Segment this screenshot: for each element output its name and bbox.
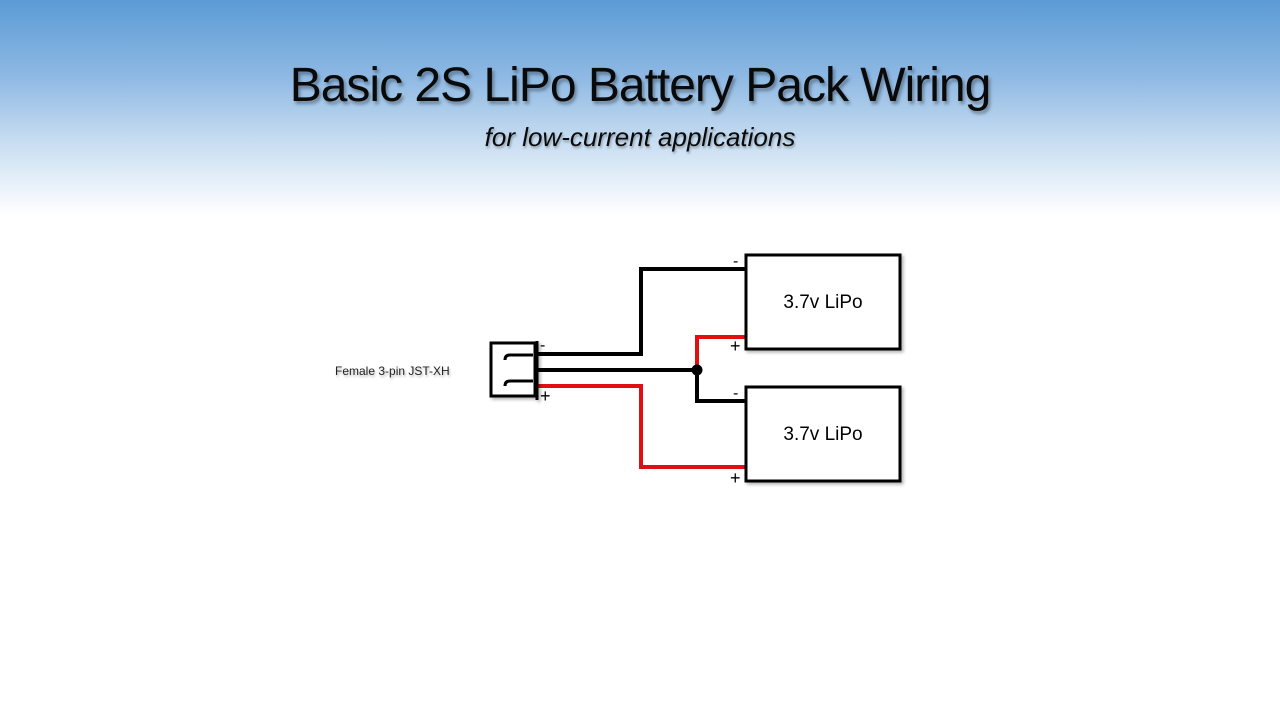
jst-connector (489, 341, 539, 400)
junction-dot (691, 364, 703, 376)
battery-2-label: 3.7v LiPo (783, 424, 862, 445)
wire-positive-main (537, 384, 746, 469)
battery-1-plus-label: + (730, 336, 741, 356)
battery-2-minus-label: - (733, 385, 738, 402)
connector-minus-label: - (540, 337, 545, 354)
connector-plus-label: + (540, 386, 551, 406)
battery-2-plus-label: + (730, 468, 741, 488)
wire-balance-to-cell2-negative (695, 370, 746, 403)
battery-1-label: 3.7v LiPo (783, 292, 862, 313)
header-background (0, 0, 1280, 215)
page-subtitle: for low-current applications (484, 122, 796, 152)
connector-label: Female 3-pin JST-XH (335, 364, 450, 378)
wire-negative-main (537, 267, 746, 356)
battery-1-minus-label: - (733, 253, 738, 270)
page-title: Basic 2S LiPo Battery Pack Wiring (289, 59, 992, 112)
wire-cell1-positive (695, 335, 746, 370)
battery-cell-2: 3.7v LiPo (744, 385, 902, 483)
battery-cell-1: 3.7v LiPo (744, 253, 902, 351)
